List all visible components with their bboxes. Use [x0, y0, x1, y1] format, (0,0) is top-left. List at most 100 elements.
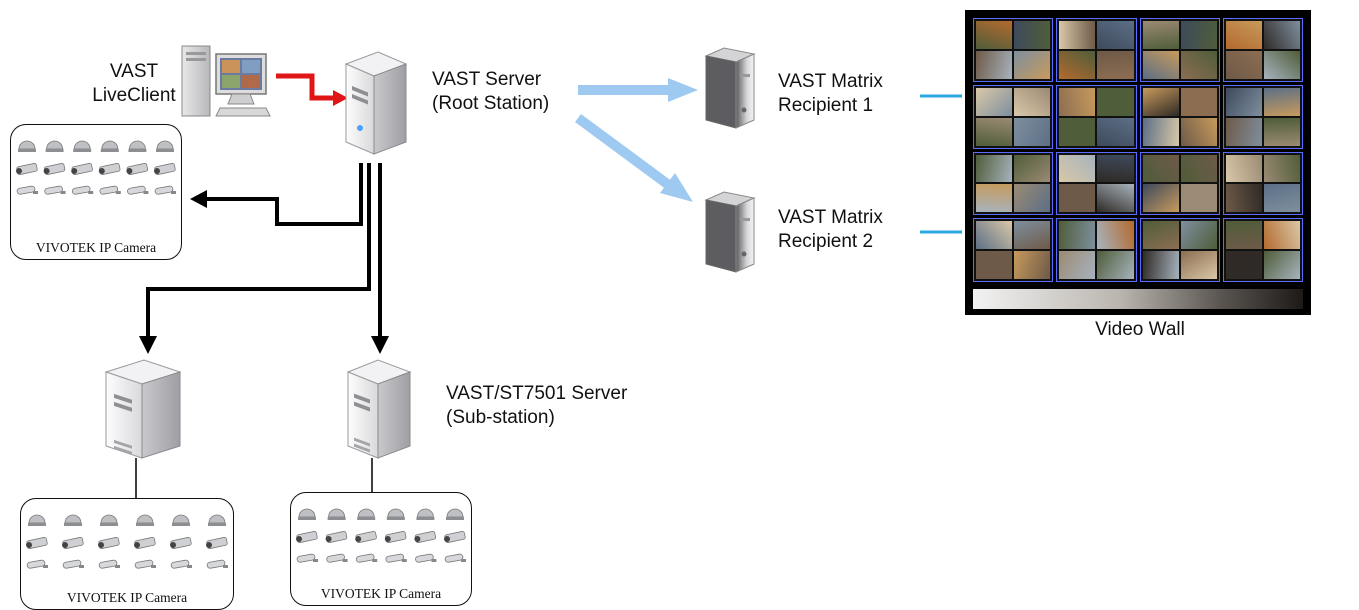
video-feed-thumbnail: [1263, 21, 1300, 49]
video-feed-thumbnail: [1059, 154, 1096, 183]
video-wall: [965, 10, 1311, 315]
camera-group-1-cameras-icon: [16, 140, 176, 195]
video-feed-thumbnail: [1014, 184, 1051, 213]
video-feed-thumbnail: [976, 251, 1013, 279]
video-wall-tile: [973, 151, 1054, 216]
video-feed-thumbnail: [1225, 251, 1262, 279]
video-feed-thumbnail: [976, 87, 1013, 116]
video-feed-thumbnail: [1180, 184, 1217, 213]
recipient-1-label-line-2: Recipient 1: [778, 95, 874, 116]
video-feed-thumbnail: [1142, 251, 1179, 279]
video-feed-thumbnail: [1225, 50, 1262, 79]
camera-group-3-cameras-icon: [296, 508, 466, 563]
video-wall-tile: [1056, 218, 1137, 282]
video-feed-thumbnail: [976, 184, 1013, 213]
video-feed-thumbnail: [1142, 184, 1179, 213]
video-feed-thumbnail: [1180, 221, 1217, 250]
video-feed-thumbnail: [1014, 154, 1051, 183]
server-to-substation-1-link: [139, 163, 371, 354]
recipient-2-pc-icon: [704, 191, 756, 273]
video-feed-thumbnail: [1180, 87, 1217, 116]
video-wall-tile: [1222, 218, 1303, 282]
video-feed-thumbnail: [1014, 251, 1051, 279]
video-feed-thumbnail: [1263, 221, 1300, 250]
video-feed-thumbnail: [1097, 21, 1134, 49]
video-feed-thumbnail: [1180, 50, 1217, 79]
video-feed-thumbnail: [1180, 251, 1217, 279]
video-feed-thumbnail: [1142, 221, 1179, 250]
server-to-camera-group-1-link: [190, 163, 363, 226]
video-wall-grid: [973, 18, 1303, 282]
video-wall-tile: [1139, 18, 1220, 82]
camera-group-3-label: VIVOTEK IP Camera: [320, 586, 442, 601]
video-wall-tile: [1222, 151, 1303, 216]
video-feed-thumbnail: [1097, 251, 1134, 279]
video-feed-thumbnail: [1059, 21, 1096, 49]
video-wall-tile: [1139, 84, 1220, 149]
video-feed-thumbnail: [1180, 117, 1217, 146]
recipient-1-pc-icon: [704, 47, 756, 129]
video-feed-thumbnail: [1225, 87, 1262, 116]
video-feed-thumbnail: [976, 221, 1013, 250]
camera-group-2-cameras-icon: [26, 514, 228, 569]
video-feed-thumbnail: [1059, 117, 1096, 146]
liveclient-label-line-1: VAST: [109, 61, 159, 82]
camera-group-2: VIVOTEK IP Camera: [20, 498, 234, 610]
video-feed-thumbnail: [1097, 117, 1134, 146]
substation-server-1-icon: [104, 359, 182, 459]
video-feed-thumbnail: [976, 21, 1013, 49]
video-wall-tile: [1056, 18, 1137, 82]
video-feed-thumbnail: [1014, 221, 1051, 250]
root-server-label-line-1: VAST Server: [432, 69, 542, 90]
substation-server-label-line-2: (Sub-station): [446, 407, 555, 428]
video-feed-thumbnail: [976, 117, 1013, 146]
camera-group-1-label: VIVOTEK IP Camera: [35, 240, 157, 255]
liveclient-label: VAST LiveClient: [84, 60, 184, 108]
video-feed-thumbnail: [1263, 154, 1300, 183]
video-wall-tile: [1056, 84, 1137, 149]
recipient-1-label-line-1: VAST Matrix: [778, 71, 883, 92]
server-to-recipient-2-link: [575, 113, 693, 202]
video-feed-thumbnail: [1097, 87, 1134, 116]
video-feed-thumbnail: [1225, 154, 1262, 183]
video-feed-thumbnail: [1263, 251, 1300, 279]
substation-server-2-icon: [346, 359, 412, 459]
video-feed-thumbnail: [1014, 117, 1051, 146]
video-feed-thumbnail: [976, 154, 1013, 183]
video-feed-thumbnail: [1014, 50, 1051, 79]
video-feed-thumbnail: [1097, 184, 1134, 213]
camera-group-3: VIVOTEK IP Camera: [290, 492, 472, 606]
video-wall-tile: [973, 218, 1054, 282]
video-wall-label: Video Wall: [1095, 319, 1185, 340]
server-to-recipient-1-link: [578, 78, 698, 102]
substation-server-label: VAST/ST7501 Server (Sub-station): [446, 382, 627, 430]
video-feed-thumbnail: [1059, 50, 1096, 79]
recipient-2-label-line-1: VAST Matrix: [778, 207, 883, 228]
liveclient-workstation-icon: [181, 45, 271, 117]
video-feed-thumbnail: [1180, 154, 1217, 183]
video-wall-tile: [1222, 18, 1303, 82]
video-feed-thumbnail: [1263, 50, 1300, 79]
video-feed-thumbnail: [1097, 154, 1134, 183]
video-feed-thumbnail: [1142, 87, 1179, 116]
camera-group-1: VIVOTEK IP Camera: [10, 124, 182, 260]
video-feed-thumbnail: [1225, 184, 1262, 213]
video-feed-thumbnail: [1014, 87, 1051, 116]
substation-server-label-line-1: VAST/ST7501 Server: [446, 383, 628, 404]
video-feed-thumbnail: [1059, 184, 1096, 213]
client-to-server-link: [276, 73, 348, 106]
video-wall-tile: [1056, 151, 1137, 216]
video-feed-thumbnail: [1059, 221, 1096, 250]
video-feed-thumbnail: [1142, 21, 1179, 49]
video-feed-thumbnail: [1097, 221, 1134, 250]
video-feed-thumbnail: [1142, 154, 1179, 183]
video-feed-thumbnail: [976, 50, 1013, 79]
recipient-1-label: VAST Matrix Recipient 1: [778, 70, 883, 118]
camera-group-2-label: VIVOTEK IP Camera: [66, 590, 188, 605]
video-wall-tile: [973, 84, 1054, 149]
root-server-icon: [344, 51, 408, 155]
recipient-2-label-line-2: Recipient 2: [778, 231, 874, 252]
video-feed-thumbnail: [1097, 50, 1134, 79]
